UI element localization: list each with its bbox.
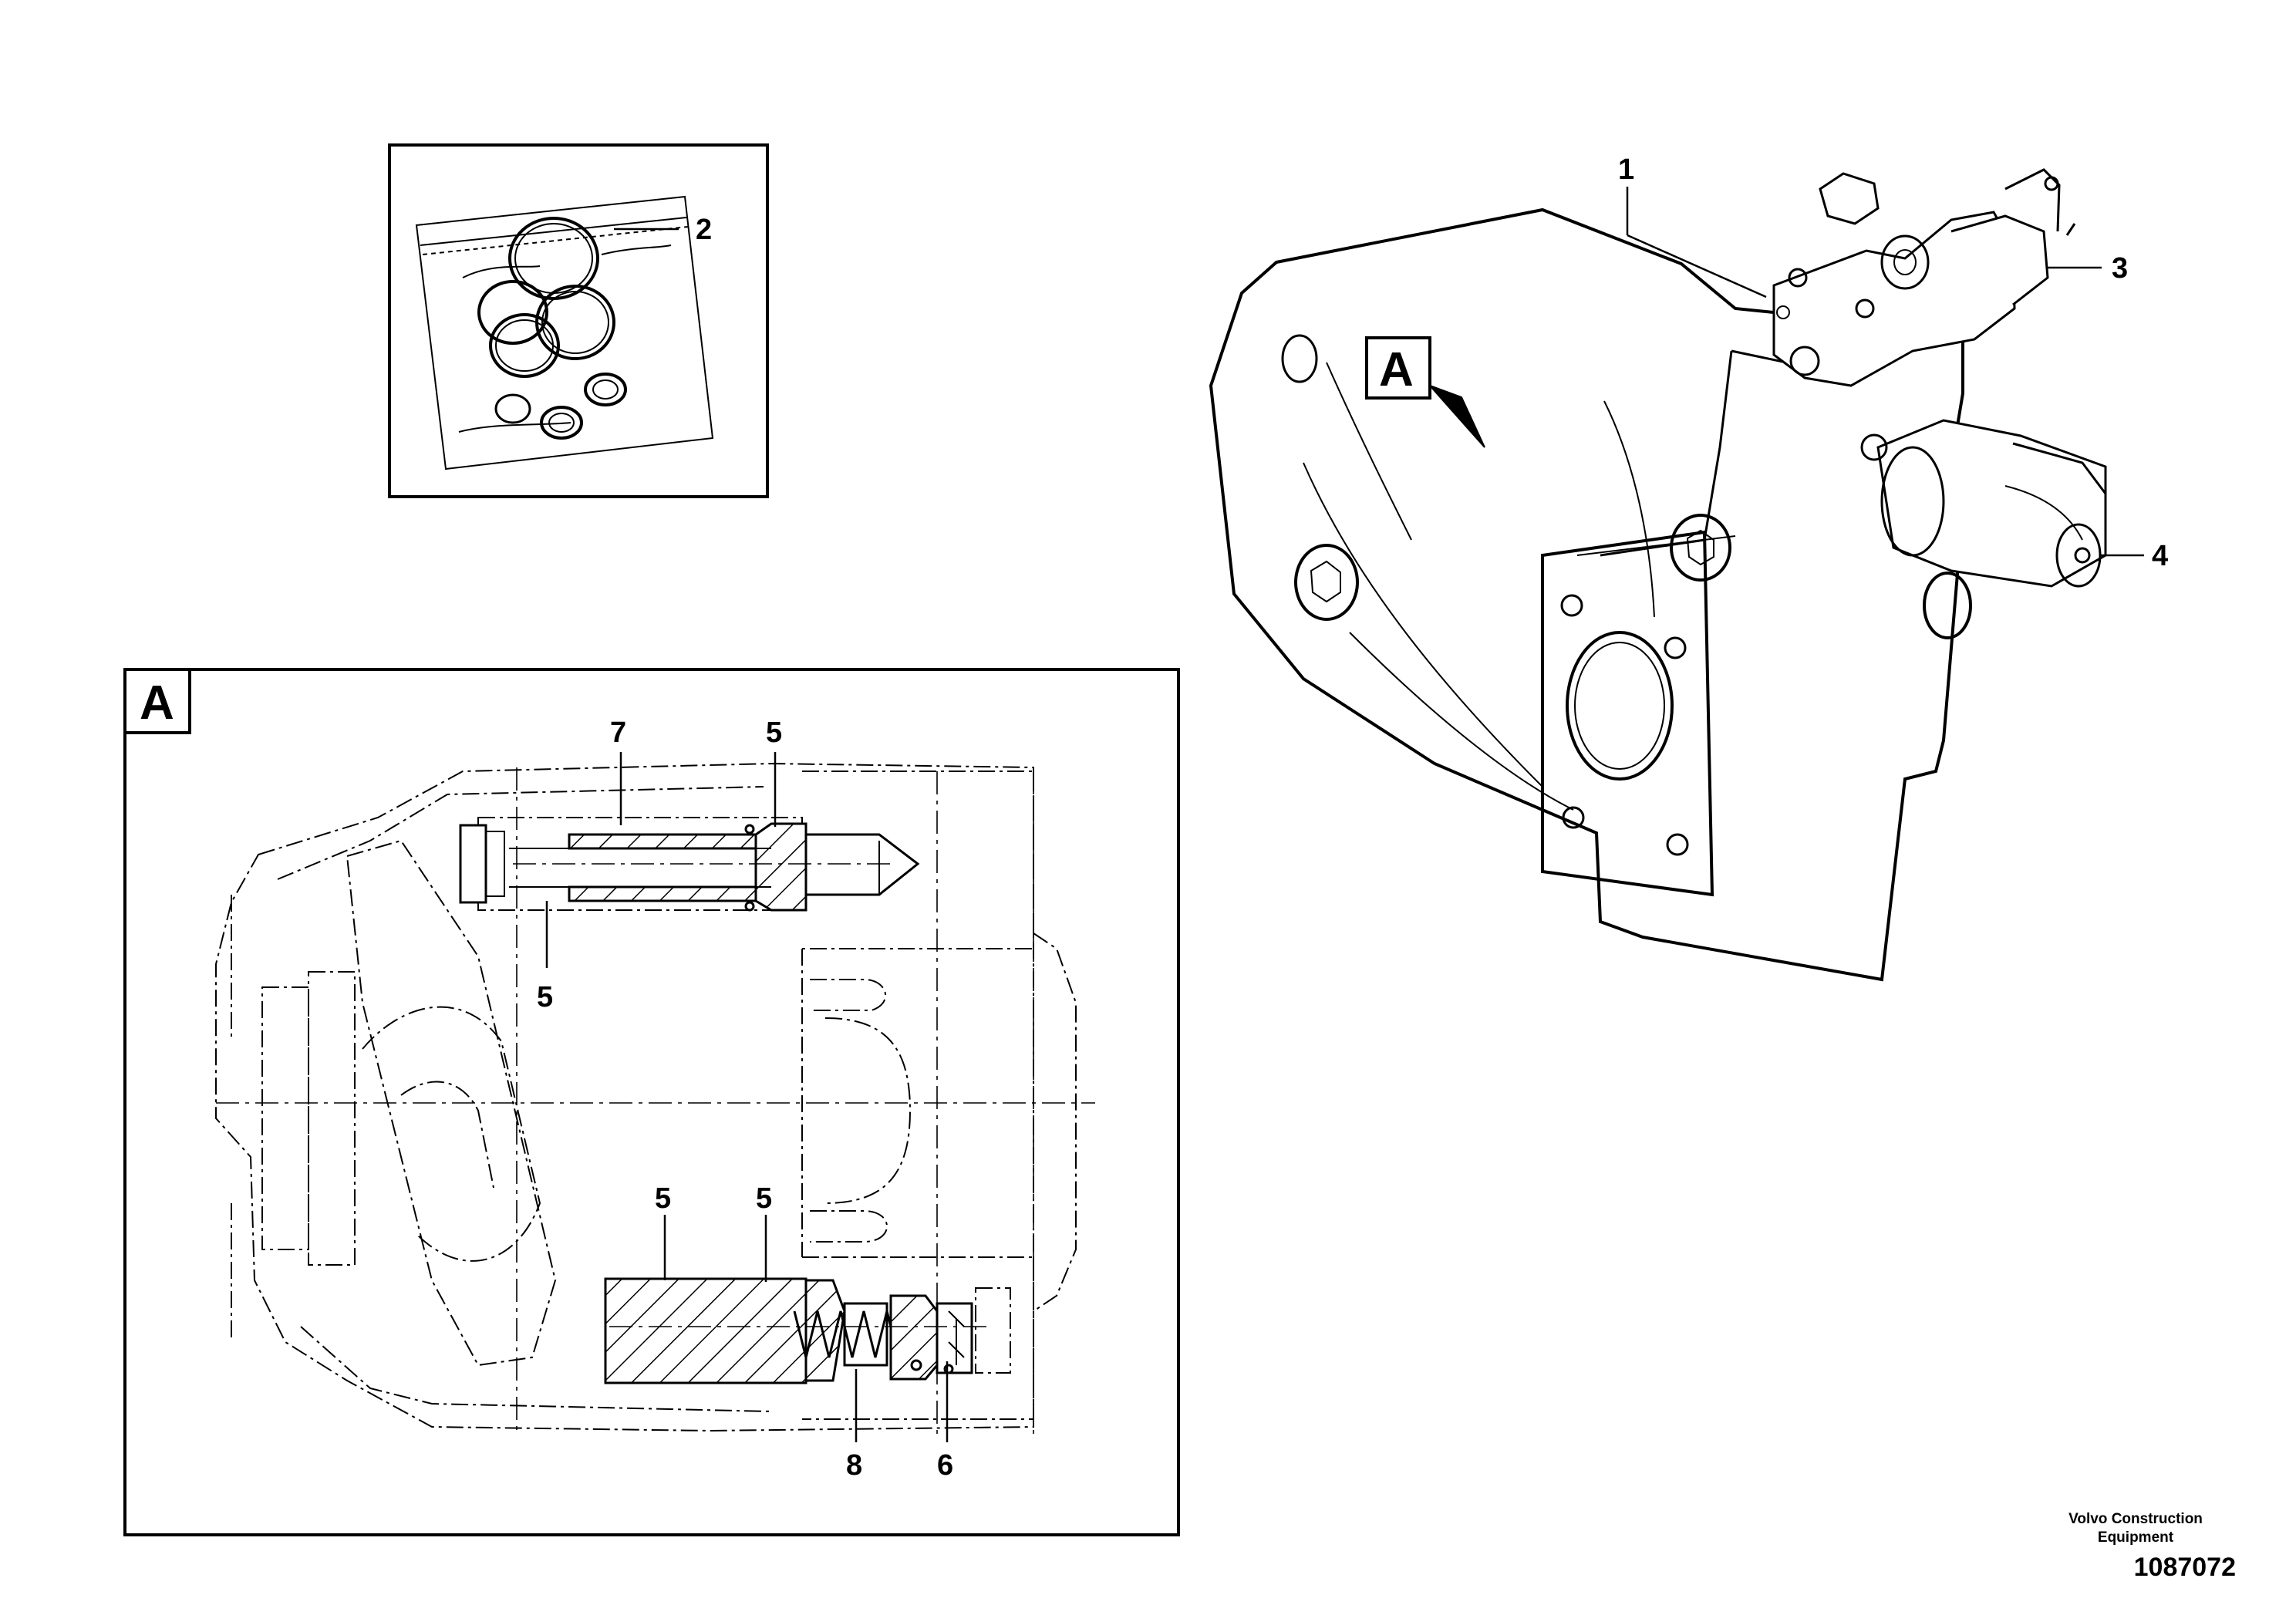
seal-kit-frame (388, 143, 769, 498)
o-ring-set (477, 217, 627, 440)
company-line-2: Equipment (2097, 1529, 2174, 1546)
company-line-1: Volvo Construction (2068, 1511, 2203, 1527)
company-name: Volvo Construction Equipment (2035, 1510, 2236, 1547)
drawing-number: 1087072 (2133, 1553, 2236, 1582)
section-view-label-box (123, 668, 191, 734)
seal-kit-inset: 2 (388, 143, 769, 498)
seal-bag (415, 195, 714, 470)
callout-8: 8 (846, 1449, 862, 1482)
callout-5c: 5 (655, 1182, 671, 1215)
callout-1: 1 (1618, 153, 1634, 186)
housing-phantom-outline (215, 762, 1095, 1435)
view-arrow (1429, 385, 1485, 448)
view-marker-a: A (1379, 343, 1414, 396)
callout-5b: 5 (537, 981, 553, 1013)
callout-6: 6 (937, 1449, 953, 1482)
section-view-frame (123, 668, 1180, 1536)
view-marker-box (1365, 336, 1431, 400)
callout-5d: 5 (756, 1182, 772, 1215)
section-view-a: A (123, 668, 1180, 1536)
lower-piston-assembly (604, 1277, 1011, 1384)
callout-2: 2 (696, 214, 712, 246)
callout-5a: 5 (766, 717, 782, 749)
flange-port (1566, 631, 1674, 781)
solenoid-valve (1860, 419, 2107, 588)
upper-piston-assembly (459, 817, 920, 912)
callout-4: 4 (2152, 540, 2168, 572)
callout-3: 3 (2112, 252, 2128, 285)
section-view-label: A (140, 676, 174, 730)
pump-assembly: A 1 3 4 (1209, 153, 2168, 982)
callout-7: 7 (610, 717, 626, 749)
control-valve (1772, 168, 2076, 387)
pump-flange (1541, 530, 1714, 897)
